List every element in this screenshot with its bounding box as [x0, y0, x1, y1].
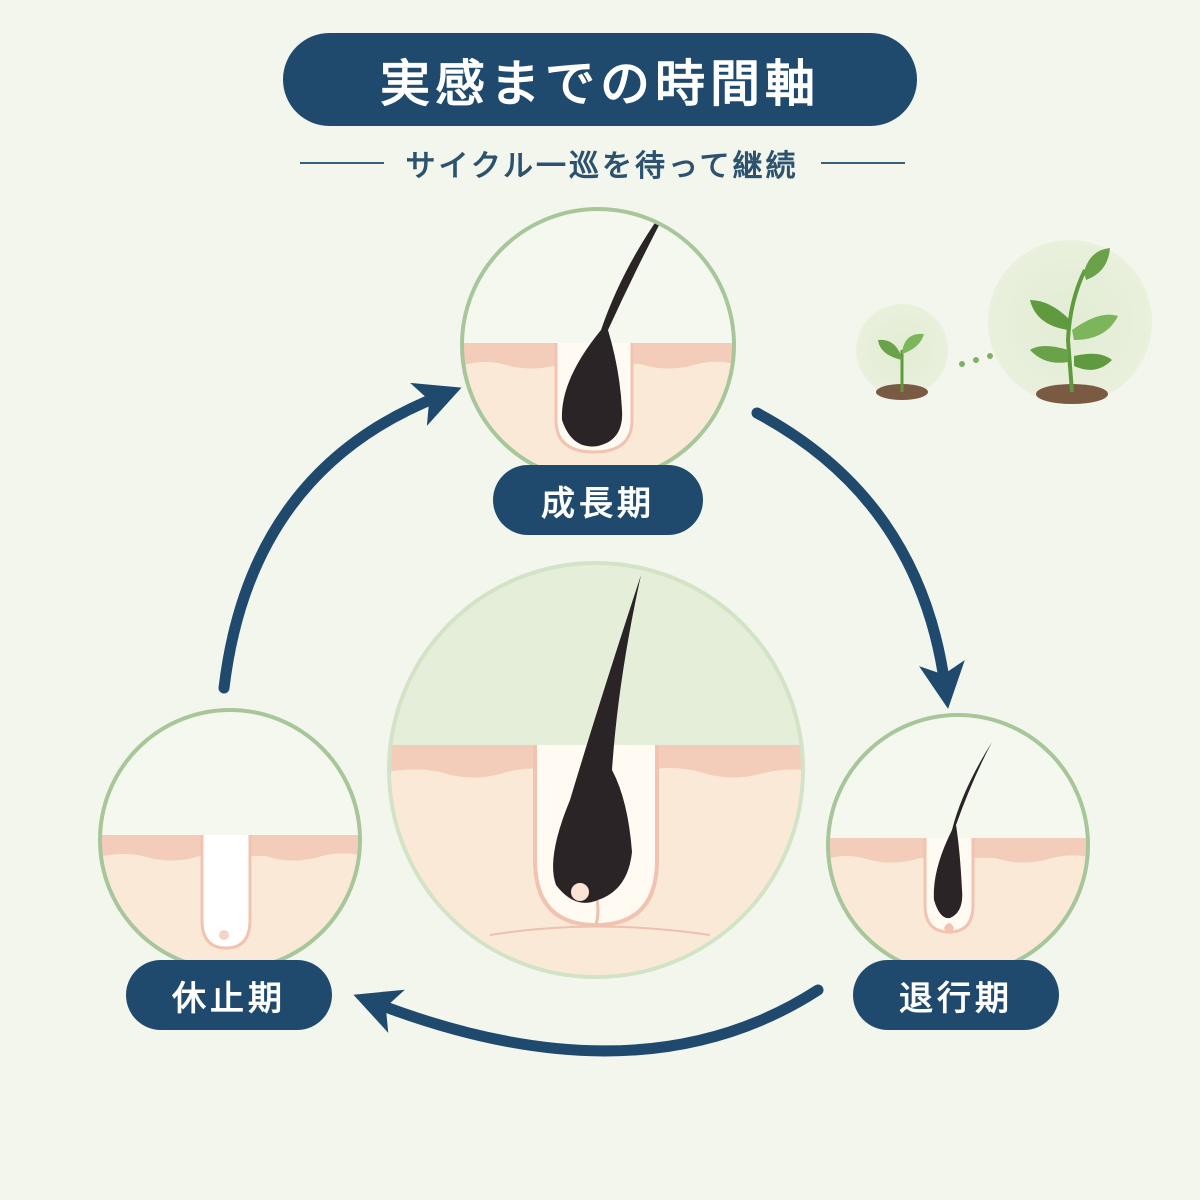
stage-label-growth-text: 成長期	[541, 483, 655, 524]
arrow-rest-to-growth	[218, 382, 462, 694]
subtitle-divider-left	[299, 162, 384, 164]
rest-stage-illustration	[98, 708, 362, 972]
center-hair-follicle-illustration	[387, 561, 805, 979]
subtitle: サイクル一巡を待って継続	[405, 149, 799, 184]
stage-label-rest-text: 休止期	[172, 978, 286, 1019]
stage-label-rest: 休止期	[126, 960, 332, 1030]
subtitle-divider-right	[820, 162, 905, 164]
page-title: 実感までの時間軸	[380, 54, 820, 113]
arrow-growth-to-regression	[751, 407, 965, 709]
cycle-arrow-icon	[218, 382, 965, 1057]
stage-label-growth: 成長期	[493, 465, 703, 535]
seedling-icon	[856, 304, 948, 400]
subtitle-row: サイクル一巡を待って継続	[270, 140, 934, 186]
growth-stage-illustration	[460, 207, 736, 483]
arrow-regression-to-rest	[353, 984, 824, 1057]
regression-stage-illustration	[826, 713, 1090, 977]
title-banner: 実感までの時間軸	[283, 33, 917, 126]
stage-label-regression: 退行期	[853, 960, 1059, 1030]
stage-label-regression-text: 退行期	[899, 978, 1013, 1019]
grown-plant-icon	[988, 240, 1152, 404]
